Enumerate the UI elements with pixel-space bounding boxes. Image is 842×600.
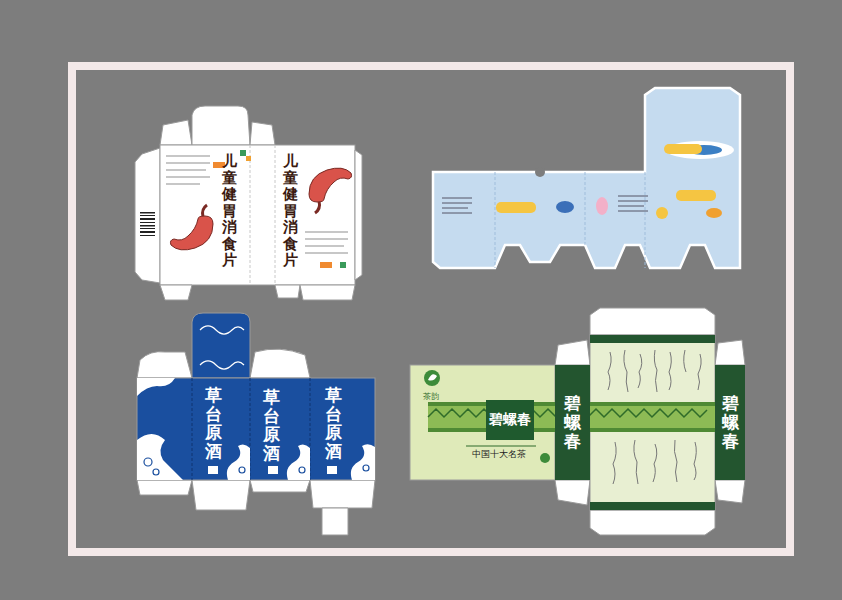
text-holder: 儿童健胃消食片 [222,153,237,269]
text-holder: 草台原酒 [205,386,222,461]
vertical-title: 儿童健胃消食片 [283,153,298,269]
text-holder: 草台原酒 [325,386,342,461]
tea-side-panel: 碧螺春 [715,365,745,480]
text-holder: 草台原酒 [263,388,280,463]
box-text: 茶韵 [423,391,439,402]
vertical-title: 碧螺春 [722,394,739,450]
vertical-title: 碧螺春 [564,394,581,450]
tea-label-box: 碧螺春 [486,400,534,440]
vertical-title: 草台原酒 [325,386,342,461]
tea-side-panel: 碧螺春 [555,365,590,480]
box-text: 中国十大名茶 [472,448,526,461]
text-holder: 儿童健胃消食片 [283,153,298,269]
box-text: 碧螺春 [489,411,531,429]
vertical-title: 儿童健胃消食片 [222,153,237,269]
medicine-box-panels: 儿童健胃消食片 儿童健胃消食片 [160,145,355,285]
tea-box-panels: 茶韵中国十大名茶 碧螺春 碧螺春 碧螺春 [410,335,745,510]
text-holder: 中国十大名茶 [472,448,526,461]
vertical-title: 草台原酒 [205,386,222,461]
liquor-box-panels: 草台原酒 草台原酒 草台原酒 [137,378,375,480]
text-holder: 茶韵 [423,391,439,402]
vertical-title: 草台原酒 [263,388,280,463]
